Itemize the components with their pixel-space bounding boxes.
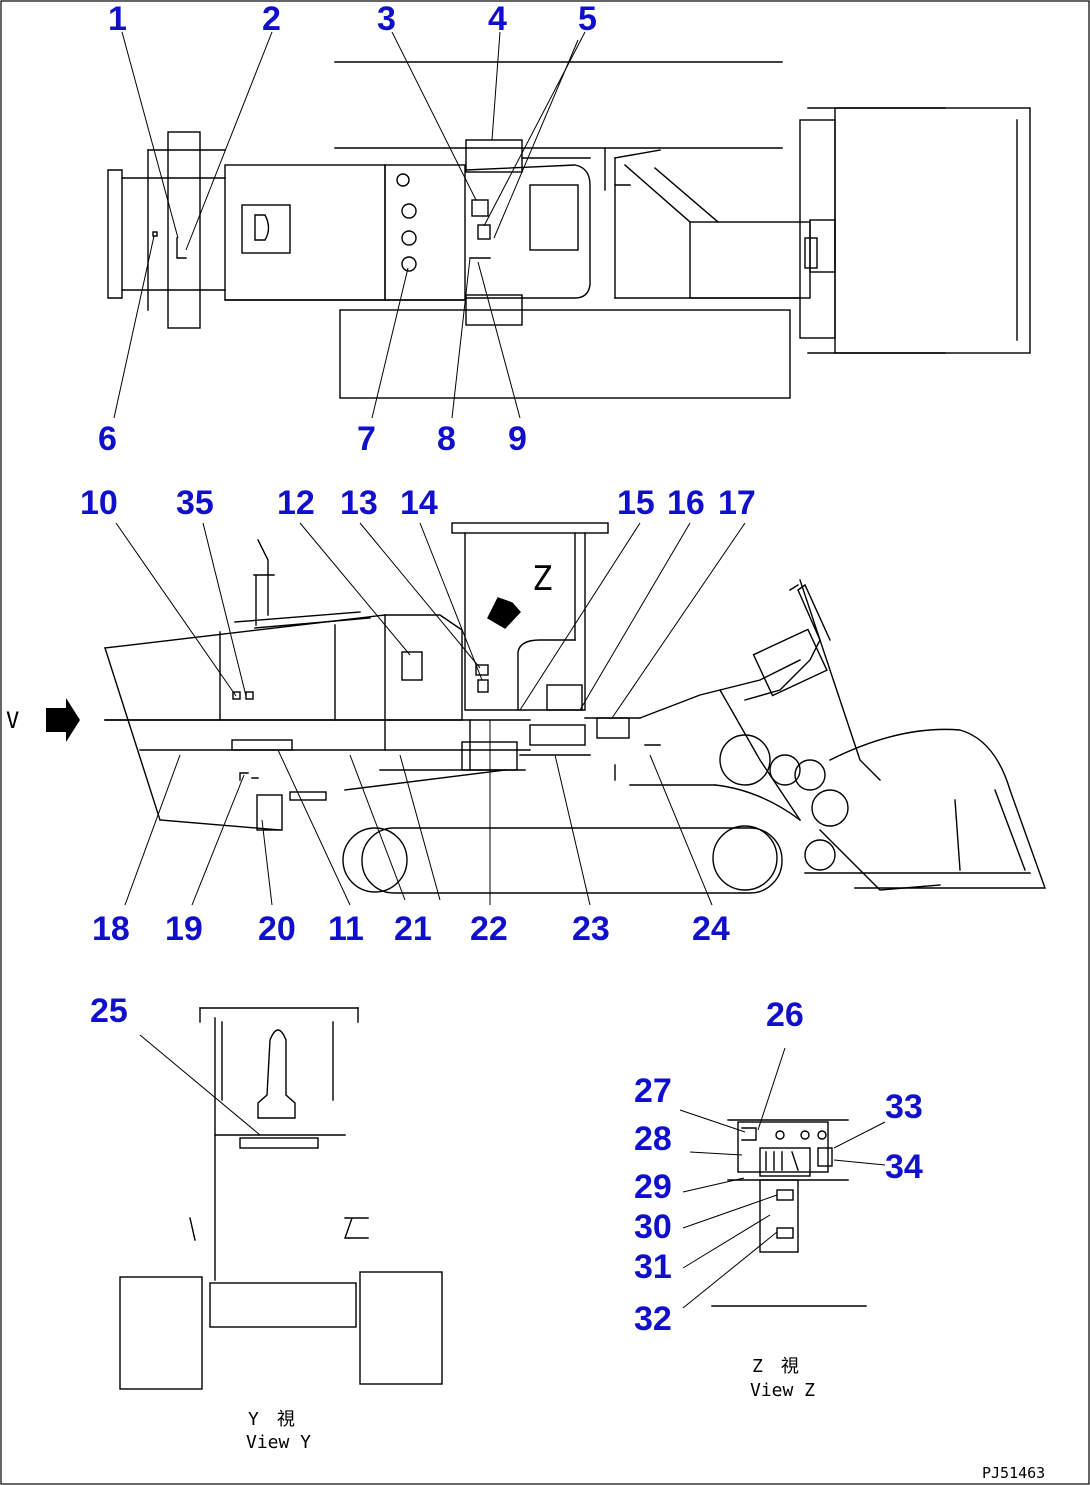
view-z-marker: Z (532, 559, 552, 599)
callout-23: 23 (572, 910, 610, 948)
callout-8: 8 (437, 420, 456, 458)
callout-10: 10 (80, 484, 118, 522)
view-y (119, 1007, 443, 1390)
callout-7: 7 (357, 420, 376, 458)
view-y-caption-jp: Y 視 (248, 1409, 295, 1430)
callout-24: 24 (692, 910, 730, 948)
callout-12: 12 (277, 484, 315, 522)
callout-13: 13 (340, 484, 378, 522)
callout-28: 28 (634, 1120, 672, 1158)
view-z-caption-en: View Z (750, 1380, 815, 1401)
callout-35: 35 (176, 484, 214, 522)
view-y-caption-en: View Y (246, 1432, 311, 1453)
callout-26: 26 (766, 996, 804, 1034)
callout-21: 21 (394, 910, 432, 948)
callout-15: 15 (617, 484, 655, 522)
view-z (711, 1119, 867, 1307)
callout-19: 19 (165, 910, 203, 948)
view-v-marker: V (6, 709, 19, 734)
callout-32: 32 (634, 1300, 672, 1338)
callout-31: 31 (634, 1248, 672, 1286)
view-z-caption-jp: Z 視 (752, 1356, 799, 1377)
callout-33: 33 (885, 1088, 923, 1126)
callout-14: 14 (400, 484, 438, 522)
callout-16: 16 (667, 484, 705, 522)
top-view (107, 61, 1031, 399)
callout-numbers: 1 2 3 4 5 6 7 8 9 10 35 12 13 14 15 16 1… (80, 0, 923, 1338)
callout-17: 17 (718, 484, 756, 522)
callout-2: 2 (262, 0, 281, 38)
callout-6: 6 (98, 420, 117, 458)
callout-30: 30 (634, 1208, 672, 1246)
callout-3: 3 (377, 0, 396, 38)
side-view (46, 522, 1046, 894)
callout-18: 18 (92, 910, 130, 948)
callout-22: 22 (470, 910, 508, 948)
callout-11: 11 (328, 910, 364, 948)
callout-1: 1 (108, 0, 127, 38)
callout-4: 4 (488, 0, 507, 38)
callout-5: 5 (578, 0, 597, 38)
callout-20: 20 (258, 910, 296, 948)
view-v-arrow-icon (46, 698, 80, 742)
callout-27: 27 (634, 1072, 672, 1110)
leader-lines (113, 31, 886, 1309)
callout-34: 34 (885, 1148, 923, 1186)
callout-25: 25 (90, 992, 128, 1030)
drawing-code: PJ51463 (982, 1464, 1045, 1482)
callout-29: 29 (634, 1168, 672, 1206)
callout-9: 9 (508, 420, 527, 458)
